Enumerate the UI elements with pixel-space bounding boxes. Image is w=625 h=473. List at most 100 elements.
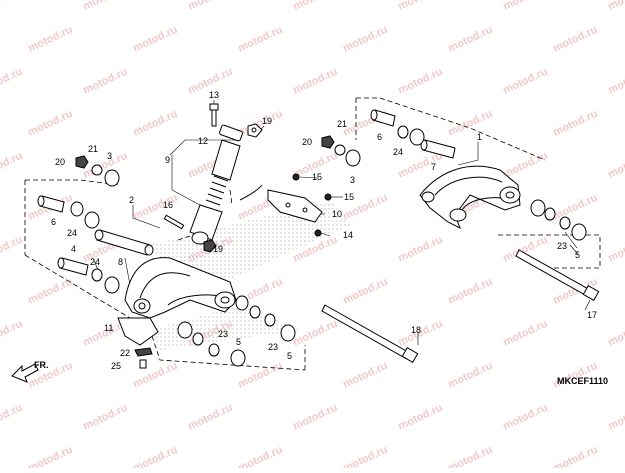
callout-19: 19 [262, 116, 272, 126]
callout-8: 8 [118, 257, 123, 267]
guard-plate-part-11 [117, 317, 159, 346]
nut-part-19-bottom [203, 239, 217, 253]
callout-24: 24 [67, 228, 77, 238]
watermark-text: motod.ru [341, 24, 389, 55]
callout-labels: 1 2 3 3 4 5 5 5 6 6 7 8 9 10 11 12 13 14… [51, 90, 597, 371]
front-direction-label: FR. [34, 360, 49, 370]
watermark-text: motod.ru [396, 402, 444, 433]
callout-5: 5 [287, 351, 292, 361]
callout-22: 22 [120, 348, 130, 358]
watermark-text: motod.ru [291, 402, 339, 433]
watermark-text: motod.ru [501, 150, 549, 181]
callout-4: 4 [71, 244, 76, 254]
bushings-seals [70, 125, 587, 367]
watermark-text: motod.ru [501, 0, 549, 13]
watermark-text: motod.ru [0, 318, 24, 349]
watermark-text: motod.ru [396, 66, 444, 97]
watermark-text: motod.ru [236, 24, 284, 55]
watermark-text: motod.ru [291, 0, 339, 13]
watermark-text: motod.ru [606, 234, 625, 265]
callout-23: 23 [268, 342, 278, 352]
callout-21: 21 [337, 119, 347, 129]
pivot-bolt-part-18 [321, 304, 419, 364]
bolt-part-16 [163, 214, 185, 230]
pivot-bolt-part-17 [515, 249, 600, 302]
watermark-text: motod.ru [501, 66, 549, 97]
watermark-text: motod.ru [131, 360, 179, 391]
callout-24: 24 [393, 147, 403, 157]
watermark-text: motod.ru [236, 444, 284, 468]
callout-6: 6 [377, 132, 382, 142]
washers-part-20 [75, 135, 335, 169]
watermark-text: motod.ru [501, 318, 549, 349]
callout-3: 3 [350, 175, 355, 185]
watermark-text: motod.ru [606, 0, 625, 13]
bolts-part-15-14 [292, 173, 332, 237]
callout-16: 16 [163, 200, 173, 210]
watermark-text: motod.ru [396, 0, 444, 13]
diagram-code: MKCEF1110 [557, 376, 608, 386]
watermark-text: motod.ru [551, 444, 599, 468]
nut-part-19-top [247, 123, 263, 138]
watermark-text: motod.ru [341, 360, 389, 391]
shock-bolt-part-13 [209, 103, 219, 127]
collar-part-4 [57, 257, 89, 276]
watermark-text: motod.ru [446, 24, 494, 55]
swingarm-link-part-1 [419, 165, 521, 230]
front-direction-arrow [11, 363, 39, 383]
callout-17: 17 [587, 310, 597, 320]
watermark-text: motod.ru [341, 444, 389, 468]
watermark-text: motod.ru [606, 402, 625, 433]
callout-23: 23 [218, 329, 228, 339]
callout-11: 11 [104, 323, 113, 333]
watermark-text: motod.ru [0, 402, 24, 433]
watermark-text: motod.ru [606, 150, 625, 181]
callout-19: 19 [213, 244, 223, 254]
watermark-text: motod.ru [606, 318, 625, 349]
callout-20: 20 [302, 137, 312, 147]
watermark-text: motod.ru [291, 318, 339, 349]
callout-20: 20 [55, 157, 65, 167]
watermark-text: motod.ru [446, 444, 494, 468]
swingarm-link-part-2 [124, 257, 237, 319]
watermark-text: motod.ru [26, 444, 74, 468]
watermark-text: motod.ru [236, 108, 284, 139]
callout-9: 9 [165, 155, 170, 165]
watermark-text: motod.ru [551, 24, 599, 55]
callout-1: 1 [477, 132, 482, 142]
watermark-text: motod.ru [396, 234, 444, 265]
watermark-text: motod.ru [0, 150, 24, 181]
watermark-text: motod.ru [0, 0, 24, 13]
callout-15: 15 [344, 192, 354, 202]
watermark-text: motod.ru [551, 108, 599, 139]
bracket-part-10 [267, 189, 323, 223]
callout-5: 5 [236, 337, 241, 347]
watermark-text: motod.ru [236, 360, 284, 391]
callout-24: 24 [90, 257, 100, 267]
watermark-text: motod.ru [26, 24, 74, 55]
callout-21: 21 [88, 144, 98, 154]
shock-absorber-part-9 [189, 124, 263, 245]
watermark-text: motod.ru [81, 66, 129, 97]
callout-5: 5 [575, 250, 580, 260]
watermark-text: motod.ru [396, 150, 444, 181]
callout-25: 25 [111, 361, 121, 371]
watermark-text: motod.ru [341, 276, 389, 307]
watermark-text: motod.ru [186, 0, 234, 13]
callout-2: 2 [129, 195, 134, 205]
callout-10: 10 [332, 209, 342, 219]
watermark-text: motod.ru [0, 66, 24, 97]
collar-part-6-right [370, 109, 396, 127]
watermark-text: motod.ru [606, 66, 625, 97]
callout-12: 12 [198, 136, 208, 146]
collar-part-8 [94, 229, 154, 256]
callout-13: 13 [209, 90, 219, 100]
watermark-text: motod.ru [291, 66, 339, 97]
callout-3: 3 [107, 151, 112, 161]
watermark-text: motod.ru [81, 0, 129, 13]
watermark-text: motod.ru [446, 276, 494, 307]
parts-22-25 [134, 347, 153, 369]
watermark-text: motod.ru [551, 192, 599, 223]
